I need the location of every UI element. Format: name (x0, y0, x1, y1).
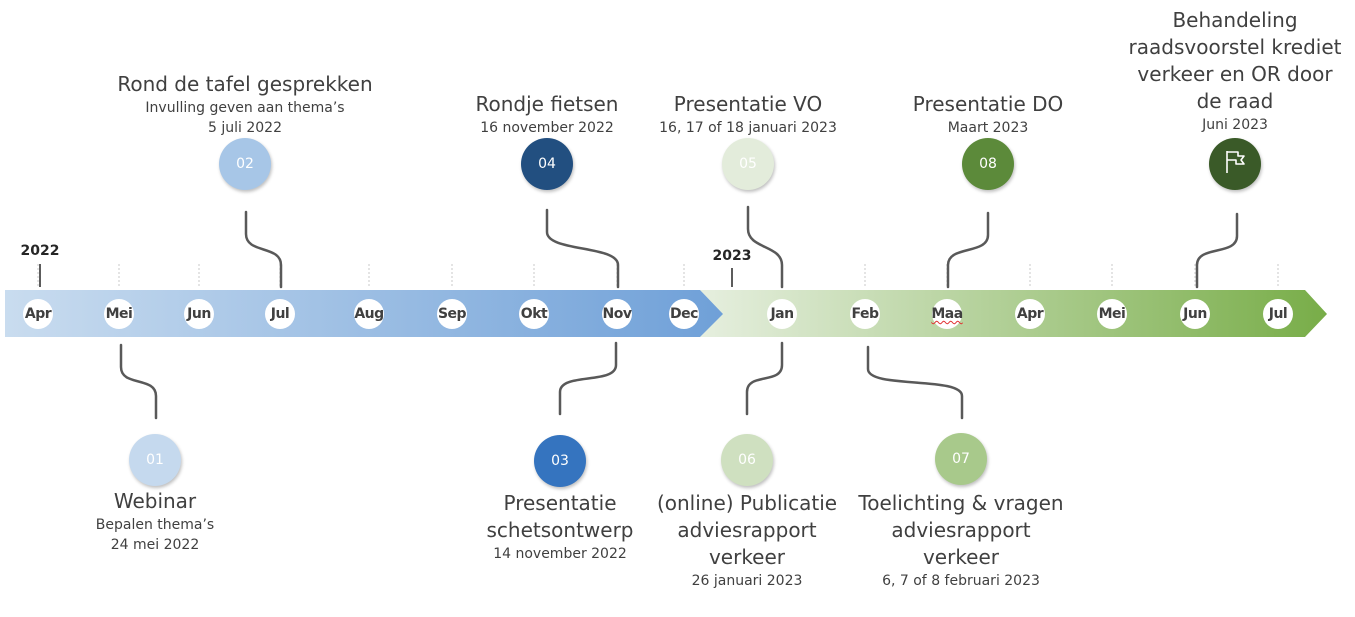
month-label: Dec (670, 306, 698, 322)
month-label: Jun (1183, 306, 1207, 322)
milestone-title: Webinar (113, 489, 197, 513)
milestone-badge-1: 01 (129, 434, 181, 486)
month-apr-2022: Apr (23, 299, 53, 329)
milestone-label-4: Rondje fietsen 16 november 2022 (476, 91, 619, 138)
milestone-label-8: Presentatie DO Maart 2023 (913, 91, 1064, 138)
milestone-detail: Bepalen thema’s (95, 517, 215, 533)
milestone-detail: 26 januari 2023 (691, 573, 803, 589)
year-label-2023: 2023 (712, 248, 752, 264)
milestone-badge-9 (1209, 138, 1261, 190)
milestone-label-9: Behandeling raadsvoorstel krediet verkeer … (1129, 7, 1342, 135)
milestone-detail: 16 november 2022 (480, 120, 614, 136)
milestone-number: 04 (538, 156, 556, 172)
month-nov-2022: Nov (602, 299, 632, 329)
month-label: Jul (270, 306, 290, 322)
year-label-2022: 2022 (20, 243, 60, 259)
milestone-number: 06 (738, 452, 756, 468)
month-mei-2023: Mei (1097, 299, 1127, 329)
milestone-number: 07 (952, 451, 970, 467)
milestone-detail: 16, 17 of 18 januari 2023 (659, 120, 837, 136)
flag-icon (1220, 147, 1250, 181)
month-label: Nov (602, 306, 632, 322)
milestone-badge-2: 02 (219, 138, 271, 190)
milestone-number: 05 (739, 156, 757, 172)
milestone-title: verkeer en OR door (1137, 62, 1333, 86)
milestone-title: Rond de tafel gesprekken (117, 72, 373, 96)
month-dec-2022: Dec (669, 299, 699, 329)
connector-9 (1195, 212, 1239, 289)
milestone-number: 01 (146, 452, 164, 468)
milestone-title: raadsvoorstel krediet (1128, 35, 1342, 59)
milestone-title: de raad (1196, 89, 1274, 113)
month-label: Aug (354, 306, 384, 322)
month-jul-2023: Jul (1263, 299, 1293, 329)
month-sep-2022: Sep (437, 299, 467, 329)
milestone-title: adviesrapport (677, 518, 817, 542)
month-label: Mei (105, 306, 133, 322)
connector-2 (244, 210, 283, 289)
milestone-detail: 24 mei 2022 (110, 537, 200, 553)
connector-1 (119, 343, 158, 420)
month-label: Mei (1098, 306, 1126, 322)
month-apr-2023: Apr (1015, 299, 1045, 329)
milestone-badge-3: 03 (534, 435, 586, 487)
milestone-number: 08 (979, 156, 997, 172)
milestone-detail: 5 juli 2022 (208, 120, 282, 136)
month-label: Jul (1268, 306, 1288, 322)
milestone-badge-8: 08 (962, 138, 1014, 190)
month-maa-2023: Maa (931, 299, 963, 329)
month-okt-2022: Okt (519, 299, 549, 329)
month-jul-2022: Jul (265, 299, 295, 329)
milestone-badge-5: 05 (722, 138, 774, 190)
connector-6 (745, 341, 784, 416)
milestone-badge-7: 07 (935, 433, 987, 485)
connector-5 (746, 205, 784, 289)
milestone-title: Presentatie (503, 491, 617, 515)
month-feb-2023: Feb (850, 299, 880, 329)
milestone-label-6: (online) Publicatie adviesrapport verkeer 2… (657, 490, 837, 591)
month-jun-2023: Jun (1180, 299, 1210, 329)
milestone-detail: Invulling geven aan thema’s (145, 100, 345, 116)
milestone-title: Behandeling (1172, 8, 1298, 32)
connector-3 (558, 341, 618, 416)
milestone-title: Toelichting & vragen (858, 491, 1064, 515)
milestone-title: adviesrapport (891, 518, 1031, 542)
month-label: Apr (1016, 306, 1044, 322)
month-label: Jun (187, 306, 211, 322)
milestone-label-7: Toelichting & vragen adviesrapport verkeer… (858, 490, 1063, 591)
month-label: Jan (770, 306, 794, 322)
milestone-badge-4: 04 (521, 138, 573, 190)
milestone-detail: 6, 7 of 8 februari 2023 (882, 573, 1040, 589)
milestone-label-3: Presentatie schetsontwerp 14 november 2022 (487, 490, 634, 564)
connector-4 (545, 208, 620, 289)
milestone-title: verkeer (708, 545, 786, 569)
month-mei-2022: Mei (104, 299, 134, 329)
milestone-number: 03 (551, 453, 569, 469)
milestone-title: Presentatie DO (912, 92, 1064, 116)
connector-7 (866, 345, 964, 420)
milestone-label-5: Presentatie VO 16, 17 of 18 januari 2023 (659, 91, 837, 138)
milestone-title: verkeer (922, 545, 1000, 569)
milestone-title: schetsontwerp (486, 518, 634, 542)
milestone-title: Presentatie VO (673, 92, 823, 116)
month-label: Sep (437, 306, 467, 322)
month-jun-2022: Jun (184, 299, 214, 329)
month-label: Feb (851, 306, 879, 322)
milestone-detail: 14 november 2022 (493, 546, 627, 562)
month-aug-2022: Aug (354, 299, 384, 329)
month-label: Apr (24, 306, 52, 322)
month-label: Maa (931, 306, 963, 322)
milestone-detail: Juni 2023 (1202, 117, 1268, 133)
month-label: Okt (520, 306, 548, 322)
month-jan-2023: Jan (767, 299, 797, 329)
milestone-badge-6: 06 (721, 434, 773, 486)
milestone-detail: Maart 2023 (947, 120, 1029, 136)
connector-8 (946, 211, 990, 289)
milestone-title: Rondje fietsen (475, 92, 619, 116)
milestone-number: 02 (236, 156, 254, 172)
milestone-title: (online) Publicatie (656, 491, 838, 515)
